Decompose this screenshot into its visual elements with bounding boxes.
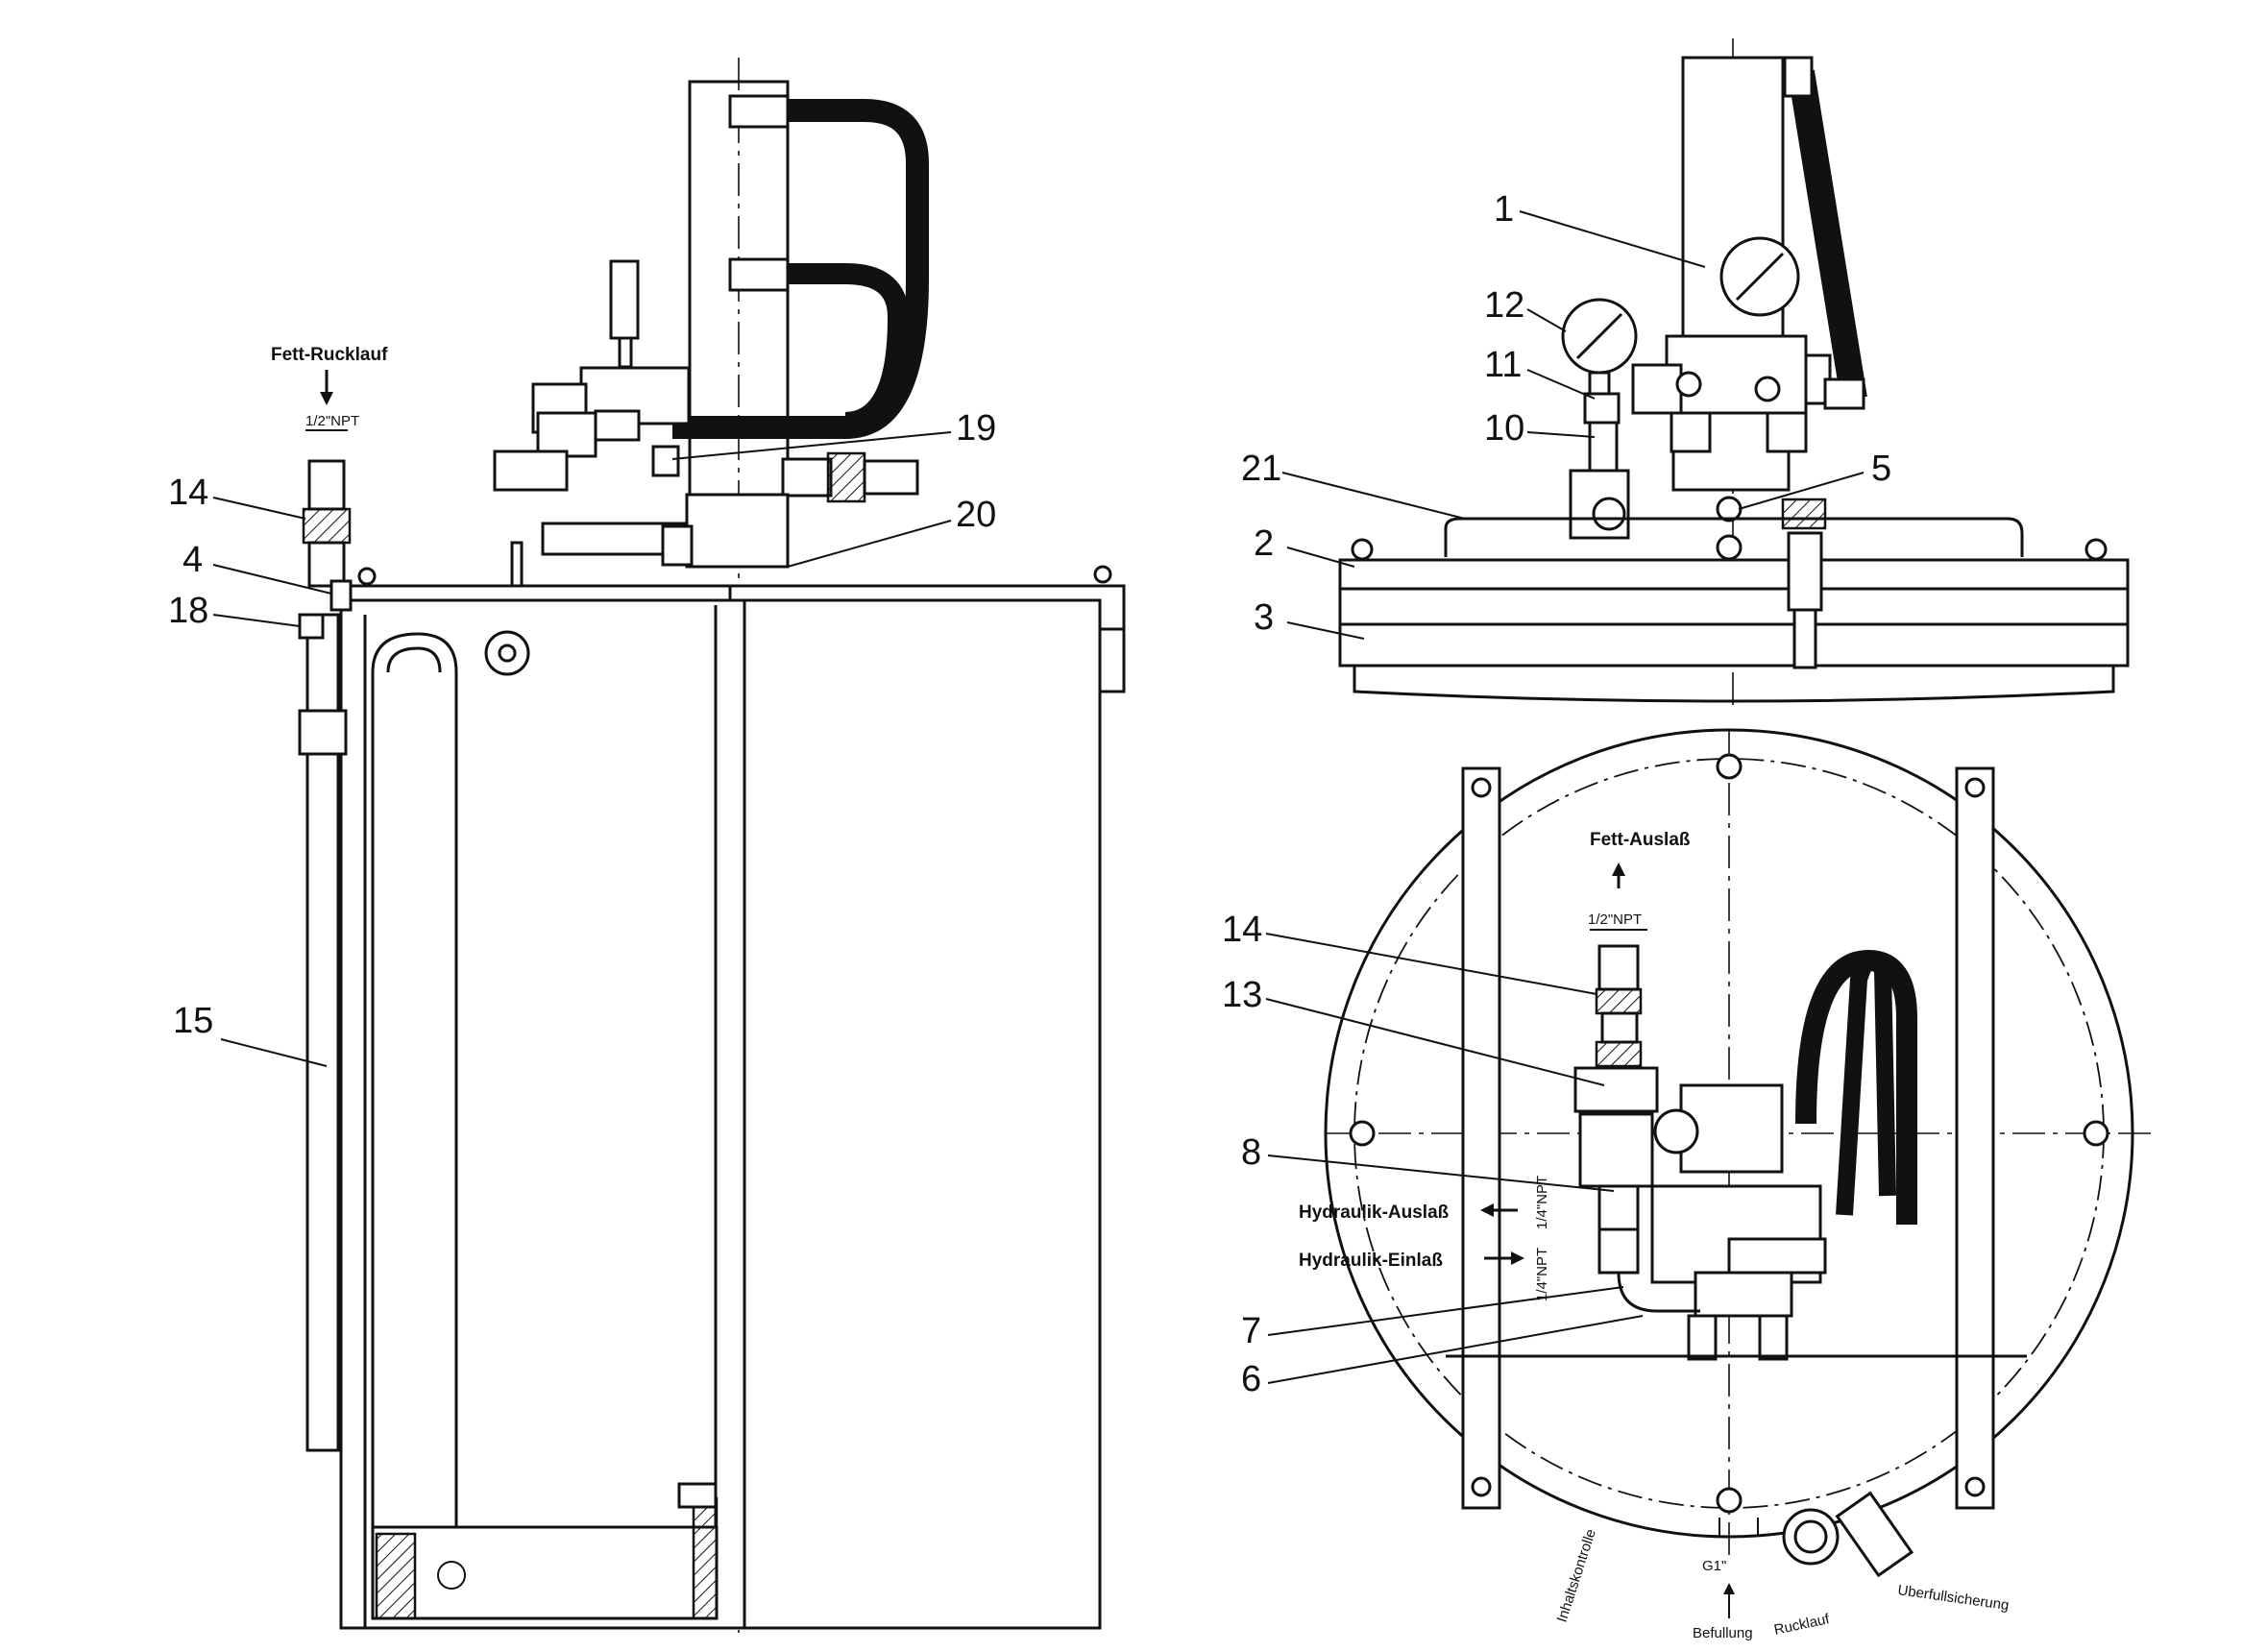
fett-auslass-label: Fett-Auslaß [1590, 830, 1691, 850]
hose-elevation [1791, 70, 1865, 401]
solenoid-connector [493, 449, 569, 492]
callout-18: 18 [168, 591, 208, 631]
gauge-side-view [609, 259, 640, 340]
npt-label-plan: 1/2"NPT [1588, 911, 1642, 928]
fitting-11 [1583, 392, 1621, 425]
fitting-14-plan [1597, 944, 1640, 991]
g1-label: G1" [1702, 1558, 1726, 1574]
bracket-left [1461, 766, 1501, 1510]
hydraulik-einlass-label: Hydraulik-Einlaß [1299, 1251, 1443, 1271]
hose-fitting-upper [728, 94, 790, 129]
rucklauf-label: Rucklauf [1772, 1611, 1831, 1639]
uberfullsicherung-label: Uberfullsicherung [1896, 1582, 2010, 1614]
callout-10: 10 [1484, 408, 1524, 449]
callout-13: 13 [1222, 975, 1262, 1015]
container-body [339, 598, 1102, 1630]
hydraulik-auslass-label: Hydraulik-Auslaß [1299, 1203, 1450, 1223]
left-side-section-view: Fett-Rucklauf 1/2"NPT 14 4 18 15 19 20 [168, 58, 1126, 1633]
callout-2: 2 [1254, 523, 1274, 564]
right-elevation-view: 1 12 11 10 21 5 2 3 [1241, 38, 2130, 711]
handle-bar-21 [1444, 517, 2024, 557]
inhaltskontrolle-label: Inhaltskontrolle [1554, 1527, 1599, 1624]
coupling-elevation [1781, 498, 1827, 530]
callout-11: 11 [1484, 345, 1522, 385]
suction-tube [371, 632, 458, 1546]
pump-column [688, 80, 790, 535]
hose-fitting-lower [728, 257, 790, 292]
fitting-4 [329, 579, 353, 612]
npt-label-left: 1/2"NPT [305, 413, 359, 429]
callout-12: 12 [1484, 285, 1524, 326]
callout-8: 8 [1241, 1132, 1261, 1173]
callout-20: 20 [956, 495, 996, 535]
npt-quarter-top: 1/4"NPT [1534, 1176, 1550, 1229]
callout-4: 4 [183, 540, 203, 580]
overflow-fitting [1835, 1491, 1914, 1578]
valve-19 [651, 445, 680, 477]
plan-view: Fett-Auslaß 1/2"NPT Hydraulik-Auslaß Hyd… [1222, 728, 2152, 1641]
fitting-18 [298, 613, 325, 640]
fitting-14-left [307, 459, 346, 511]
drum-top-3 [1338, 587, 2130, 668]
fitting-10 [1588, 421, 1619, 473]
callout-21: 21 [1241, 449, 1281, 489]
callout-7: 7 [1241, 1311, 1261, 1351]
callout-3: 3 [1254, 597, 1274, 638]
npt-quarter-bottom: 1/4"NPT [1534, 1248, 1550, 1301]
bracket-right [1955, 766, 1995, 1510]
quick-coupling [826, 451, 866, 503]
befullung-label: Befullung [1693, 1625, 1753, 1641]
fitting-5 [1716, 496, 1743, 522]
callout-5: 5 [1871, 449, 1891, 489]
lid-plate-2 [1338, 558, 2130, 591]
callout-15: 15 [173, 1001, 213, 1041]
fett-rucklauf-label: Fett-Rucklauf [271, 345, 388, 365]
callout-6: 6 [1241, 1359, 1261, 1399]
pump-base-block [685, 493, 790, 569]
callout-14-right: 14 [1222, 910, 1262, 950]
callout-19: 19 [956, 408, 996, 449]
hydraulic-hose-lower [788, 266, 907, 430]
callout-1: 1 [1494, 189, 1514, 230]
callout-14-left: 14 [168, 473, 208, 513]
follower-plate [371, 1525, 719, 1620]
